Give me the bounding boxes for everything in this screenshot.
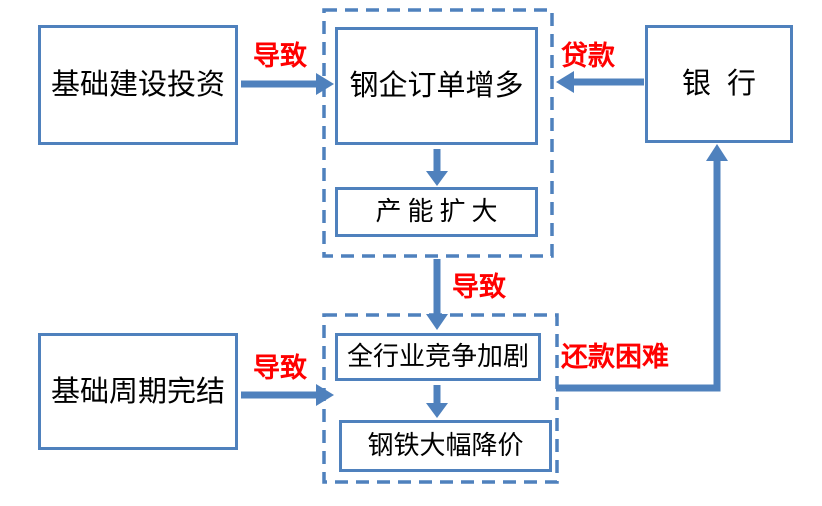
node-capacity-expansion: 产能扩大 bbox=[335, 187, 538, 237]
node-label: 全行业竞争加剧 bbox=[346, 341, 529, 372]
node-label: 钢企订单增多 bbox=[349, 68, 524, 103]
node-steel-orders-increase: 钢企订单增多 bbox=[335, 27, 538, 145]
edge-label-repayment-difficulty: 还款困难 bbox=[561, 342, 669, 373]
arrow-cycle-end-to-downturn bbox=[241, 384, 334, 406]
node-label: 钢铁大幅降价 bbox=[367, 430, 524, 461]
node-industry-competition-intensifies: 全行业竞争加剧 bbox=[335, 333, 541, 381]
node-label: 基础周期完结 bbox=[50, 373, 225, 408]
node-label: 产能扩大 bbox=[375, 196, 504, 227]
dashed-group-expansion-phase bbox=[322, 8, 554, 258]
arrow-competition-to-price-drop bbox=[426, 385, 448, 418]
edge-label-bank-loan: 贷款 bbox=[561, 41, 615, 72]
edge-label-expansion-leads-to: 导致 bbox=[452, 272, 506, 303]
edge-label-cycle-end-leads-to: 导致 bbox=[253, 353, 307, 384]
edge-label-invest-leads-to: 导致 bbox=[253, 41, 307, 72]
arrow-repayment-to-bank bbox=[556, 144, 728, 392]
arrow-orders-to-capacity bbox=[426, 149, 448, 186]
arrow-investment-to-orders bbox=[241, 73, 334, 95]
arrow-expansion-to-downturn bbox=[426, 259, 448, 330]
node-steel-price-drop: 钢铁大幅降价 bbox=[339, 420, 552, 472]
node-label: 基础建设投资 bbox=[50, 67, 225, 102]
arrow-bank-loan bbox=[556, 71, 644, 93]
node-bank: 银行 bbox=[645, 25, 793, 143]
node-infrastructure-investment: 基础建设投资 bbox=[38, 25, 238, 145]
node-infrastructure-cycle-end: 基础周期完结 bbox=[38, 333, 238, 450]
node-label: 银行 bbox=[681, 66, 772, 101]
